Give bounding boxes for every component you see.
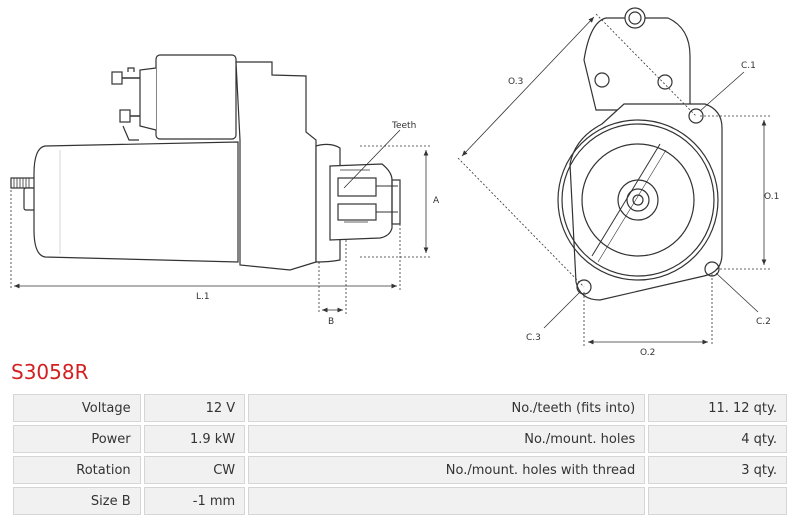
label-c2: C.2 [756,317,771,327]
spec-label [248,487,646,515]
spec-value: 11. 12 qty. [648,394,787,422]
part-code: S3058R [11,360,89,384]
technical-drawing: Teeth A L.1 B [10,7,779,358]
spec-value: -1 mm [143,487,246,515]
label-dim-o1: O.1 [764,192,779,202]
spec-value: 4 qty. [648,425,787,453]
spec-label: No./mount. holes with thread [248,456,646,484]
label-c1: C.1 [741,61,756,71]
spec-value: 12 V [143,394,246,422]
label-dim-o3: O.3 [508,77,523,87]
side-view-dimensions [10,129,432,314]
label-dim-a: A [433,196,440,206]
spec-value: 1.9 kW [143,425,246,453]
front-view [557,7,723,301]
spec-label: Voltage [13,394,141,422]
spec-label: Power [13,425,141,453]
spec-value: 3 qty. [648,456,787,484]
table-row: Voltage 12 V No./teeth (fits into) 11. 1… [13,394,787,422]
label-dim-b: B [328,317,334,327]
spec-value [648,487,787,515]
table-row: Size B -1 mm [13,487,787,515]
spec-label: Size B [13,487,141,515]
spec-table: Voltage 12 V No./teeth (fits into) 11. 1… [10,391,790,518]
table-row: Power 1.9 kW No./mount. holes 4 qty. [13,425,787,453]
spec-label: Rotation [13,456,141,484]
front-view-dimensions [457,13,770,346]
spec-label: No./teeth (fits into) [248,394,646,422]
spec-value: CW [143,456,246,484]
table-row: Rotation CW No./mount. holes with thread… [13,456,787,484]
side-view [10,54,401,271]
label-dim-l1: L.1 [196,292,210,302]
label-dim-o2: O.2 [640,348,655,358]
spec-label: No./mount. holes [248,425,646,453]
label-teeth: Teeth [391,121,416,131]
label-c3: C.3 [526,333,541,343]
